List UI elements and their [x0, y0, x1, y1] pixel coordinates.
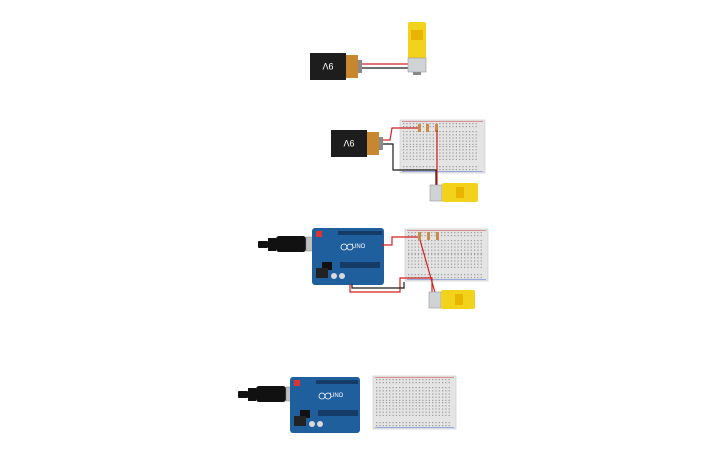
- dc-motor[interactable]: [407, 22, 427, 75]
- arduino-uno[interactable]: UNO: [312, 228, 384, 285]
- breadboard[interactable]: [399, 119, 486, 174]
- resistor[interactable]: [418, 124, 421, 132]
- battery-label: 9V: [322, 61, 333, 71]
- wire-red: [383, 127, 418, 141]
- dc-motor[interactable]: [429, 183, 478, 202]
- usb-cable[interactable]: [258, 236, 321, 252]
- resistor[interactable]: [426, 124, 429, 132]
- resistor[interactable]: [418, 232, 421, 240]
- resistor[interactable]: [435, 124, 438, 132]
- circuit-arduino-breadboard-motor[interactable]: UNO: [258, 228, 489, 309]
- resistor[interactable]: [436, 232, 439, 240]
- wire-black: [351, 282, 405, 289]
- wire-red: [382, 236, 418, 246]
- wire-red: [419, 239, 437, 297]
- wire-black: [383, 143, 437, 190]
- circuit-arduino-breadboard[interactable]: UNO: [238, 375, 457, 433]
- resistor[interactable]: [427, 232, 430, 240]
- arduino-label: UNO: [330, 393, 344, 399]
- arduino-uno[interactable]: UNO: [290, 377, 360, 433]
- battery-9v[interactable]: 9V: [331, 130, 383, 157]
- breadboard[interactable]: [372, 375, 457, 430]
- dc-motor[interactable]: [428, 290, 475, 309]
- battery-label: 9V: [343, 138, 354, 148]
- arduino-label: UNO: [352, 244, 366, 250]
- circuit-battery-motor[interactable]: 9V: [310, 22, 427, 80]
- circuit-battery-breadboard-motor[interactable]: 9V: [331, 119, 486, 202]
- battery-9v[interactable]: 9V: [310, 53, 362, 80]
